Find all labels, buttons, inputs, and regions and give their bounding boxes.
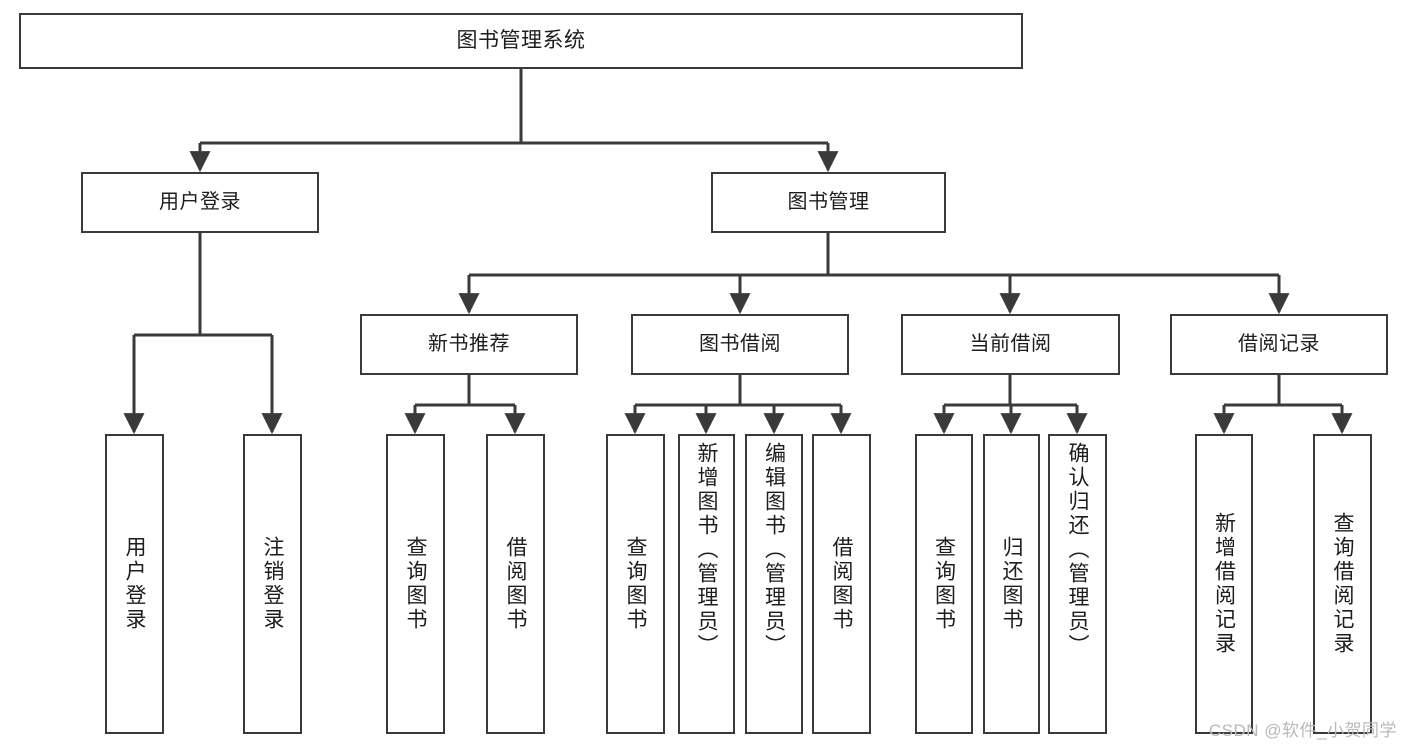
node-leaf-borrow-book-2[interactable]: 借阅图书 [812, 434, 871, 734]
node-label: 编辑图书（管理员） [762, 442, 786, 658]
node-label: 图书借阅 [699, 332, 781, 355]
node-label: 查询借阅记录 [1331, 512, 1354, 656]
node-label: 当前借阅 [969, 332, 1052, 355]
node-leaf-query-book-2[interactable]: 查询图书 [606, 434, 665, 734]
node-label: 用户登录 [123, 536, 146, 632]
node-label: 新增图书（管理员） [695, 442, 718, 658]
node-label: 新书推荐 [428, 332, 510, 355]
node-leaf-query-book-3[interactable]: 查询图书 [915, 434, 973, 734]
node-root-system[interactable]: 图书管理系统 [19, 13, 1023, 69]
node-label: 图书管理 [787, 190, 870, 213]
node-label: 查询图书 [932, 536, 956, 632]
node-label: 借阅图书 [504, 536, 527, 632]
node-leaf-add-book[interactable]: 新增图书（管理员） [678, 434, 735, 734]
node-leaf-add-record[interactable]: 新增借阅记录 [1195, 434, 1253, 734]
node-label: 归还图书 [1000, 536, 1023, 632]
node-leaf-user-login[interactable]: 用户登录 [105, 434, 164, 734]
node-label: 确认归还（管理员） [1066, 442, 1089, 658]
node-book-borrow[interactable]: 图书借阅 [631, 314, 849, 375]
node-current-borrow[interactable]: 当前借阅 [901, 314, 1120, 375]
node-leaf-confirm-return[interactable]: 确认归还（管理员） [1048, 434, 1107, 734]
node-borrow-record[interactable]: 借阅记录 [1170, 314, 1388, 375]
node-leaf-return-book[interactable]: 归还图书 [983, 434, 1040, 734]
node-leaf-edit-book[interactable]: 编辑图书（管理员） [745, 434, 803, 734]
node-label: 注销登录 [261, 536, 284, 632]
node-leaf-query-book-1[interactable]: 查询图书 [386, 434, 445, 734]
node-label: 借阅图书 [830, 536, 853, 632]
node-label: 查询图书 [404, 536, 427, 632]
node-new-book-recommend[interactable]: 新书推荐 [360, 314, 578, 375]
node-label: 查询图书 [624, 536, 647, 632]
node-label: 借阅记录 [1238, 332, 1320, 355]
node-book-manage[interactable]: 图书管理 [711, 172, 946, 233]
node-leaf-query-record[interactable]: 查询借阅记录 [1313, 434, 1372, 734]
node-user-login[interactable]: 用户登录 [81, 172, 319, 233]
node-label: 新增借阅记录 [1212, 512, 1236, 656]
node-leaf-user-logout[interactable]: 注销登录 [243, 434, 302, 734]
node-leaf-borrow-book-1[interactable]: 借阅图书 [486, 434, 545, 734]
node-label: 用户登录 [159, 190, 241, 213]
node-label: 图书管理系统 [456, 28, 586, 52]
